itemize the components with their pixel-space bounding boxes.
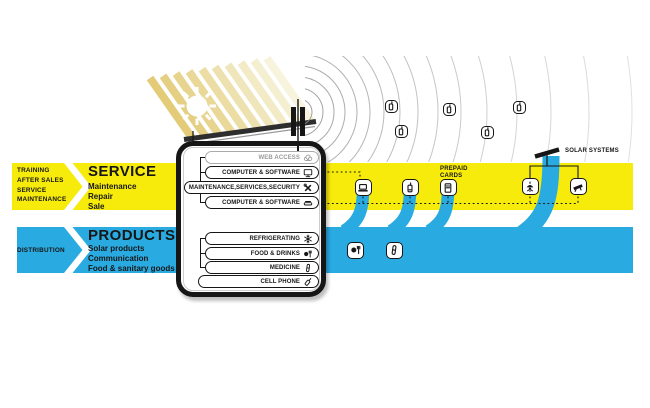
kiosk-row-food-drinks: FOOD & DRINKS (205, 247, 319, 260)
sun-rays (146, 55, 315, 138)
bracket-stub (200, 267, 205, 269)
kiosk-inner-panel (183, 147, 320, 291)
snowflake-icon (304, 234, 312, 243)
bracket-stub (200, 202, 205, 204)
distribution-label: DISTRIBUTION (17, 247, 65, 254)
products-item: Communication (88, 254, 149, 263)
row-label: COMPUTER & SOFTWARE (222, 169, 300, 176)
bracket-stub (200, 157, 205, 159)
bracket-stub (200, 172, 205, 174)
plate-fork-icon (350, 245, 360, 255)
prepaid-card-icon (444, 182, 452, 193)
products-items: Solar products Communication Food & sani… (88, 244, 175, 274)
service-item: Maintenance (88, 182, 137, 191)
wave-phone (480, 125, 494, 139)
mobile-phone-icon (304, 277, 312, 286)
service-item: Repair (88, 192, 113, 201)
solar-panel-icon (183, 119, 317, 142)
laptop-terminal (354, 179, 372, 196)
service-item: Sale (88, 202, 105, 211)
mobile-phone-icon (446, 104, 452, 114)
food-drinks-product (347, 241, 364, 259)
sun-icon (178, 87, 216, 125)
pill-icon (391, 245, 397, 255)
row-label: MAINTENANCE,SERVICES,SECURITY (188, 184, 300, 191)
products-item: Food & sanitary goods (88, 264, 175, 273)
prepaid-cards-label: PREPAID CARDS (440, 166, 468, 179)
arrow-label: AFTER SALES (17, 176, 64, 184)
bracket-stub (200, 238, 205, 240)
solar-lamp (521, 178, 539, 195)
service-items: Maintenance Repair Sale (88, 182, 136, 212)
solar-panel-small-icon (534, 147, 560, 159)
laptop-icon (303, 200, 313, 205)
kiosk-row-cell-phone: CELL PHONE (198, 275, 319, 288)
kiosk-row-computer-software-2: COMPUTER & SOFTWARE (205, 196, 319, 209)
pill-icon (306, 263, 311, 272)
laptop-open-icon (358, 183, 368, 192)
arrow-label: TRAINING (17, 167, 50, 174)
medicine-product (385, 241, 403, 259)
antenna-mast-stub (297, 146, 299, 152)
solar-panel-small-icon (573, 183, 583, 192)
wave-phone (394, 124, 408, 138)
solar-home-system (569, 178, 587, 195)
wave-phone (442, 102, 456, 116)
service-title: SERVICE (88, 163, 157, 180)
kiosk-row-web-access: WEB ACCESS (205, 151, 319, 164)
kiosk-row-refrigerating: REFRIGERATING (205, 232, 319, 245)
row-label: MEDICINE (269, 264, 300, 271)
lamp-icon (526, 180, 534, 192)
kiosk-row-computer-software: COMPUTER & SOFTWARE (205, 166, 319, 179)
mobile-phone-icon (407, 181, 413, 192)
products-item: Solar products (88, 244, 145, 253)
row-label: CELL PHONE (260, 278, 300, 285)
crossed-tools-icon (303, 183, 312, 191)
arrow-label: MAINTENANCE (17, 196, 67, 204)
kiosk-top-bracket (200, 157, 202, 203)
arrow-label: SERVICE (17, 186, 47, 194)
row-label: REFRIGERATING (249, 235, 300, 242)
mobile-phone-icon (398, 126, 404, 136)
row-label: FOOD & DRINKS (250, 250, 300, 257)
kiosk-row-medicine: MEDICINE (205, 261, 319, 274)
prepaid-card (439, 179, 457, 196)
bracket-stub (200, 253, 205, 255)
solar-systems-label: SOLAR SYSTEMS (565, 148, 619, 154)
desktop-monitor-icon (303, 168, 313, 177)
cloud-icon (303, 154, 313, 161)
row-label: WEB ACCESS (258, 154, 300, 161)
plate-fork-icon (304, 250, 312, 257)
service-arrow-labels: TRAINING AFTER SALES SERVICE MAINTENANCE (17, 166, 66, 205)
kiosk-row-maintenance: MAINTENANCE,SERVICES,SECURITY (184, 181, 319, 194)
phone-terminal (401, 179, 419, 196)
mobile-phone-icon (388, 101, 394, 111)
mobile-phone-icon (516, 102, 522, 112)
wave-phone (384, 99, 398, 113)
row-label: COMPUTER & SOFTWARE (222, 199, 300, 206)
wave-phone (512, 100, 526, 114)
products-title: PRODUCTS (88, 227, 176, 244)
mobile-phone-icon (484, 127, 490, 137)
